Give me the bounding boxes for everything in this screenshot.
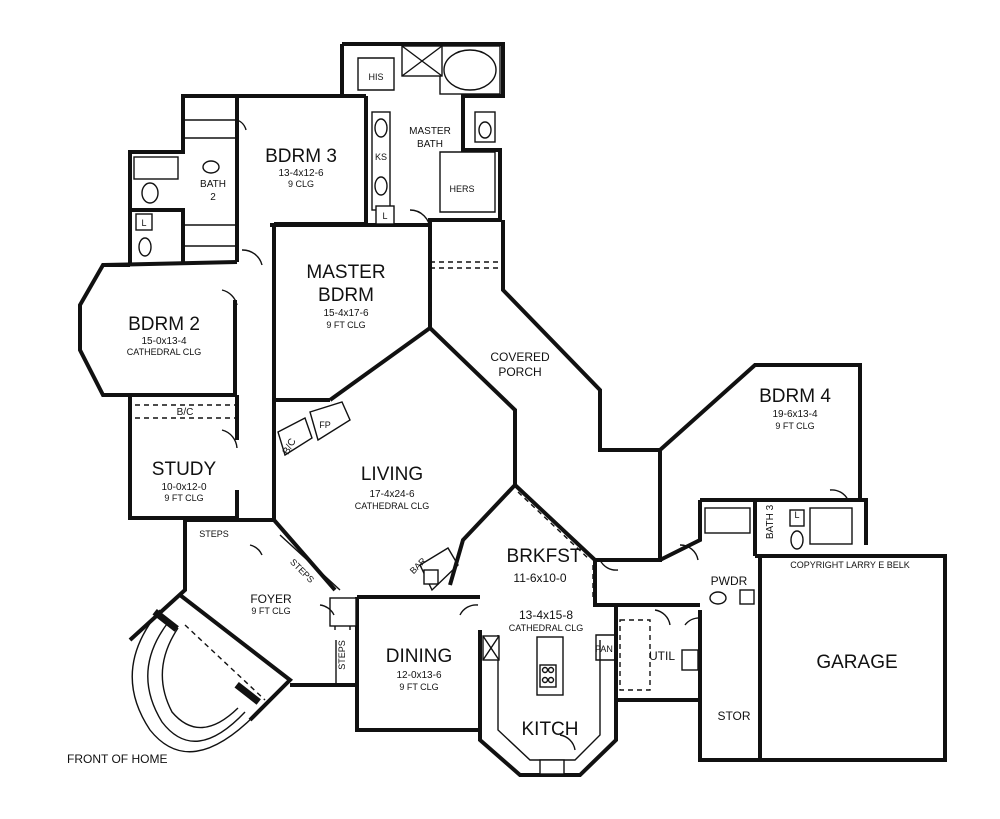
living-ceiling: CATHEDRAL CLG (355, 501, 430, 511)
bc-label-b: B/C (281, 437, 299, 457)
living-name: LIVING (361, 464, 423, 485)
interior-details (129, 45, 853, 775)
l-label-a: L (382, 211, 387, 221)
master-bdrm-line2: BDRM (318, 285, 374, 306)
dining-size: 12-0x13-6 (396, 670, 441, 681)
fp-label: FP (319, 420, 331, 430)
covered-porch-line2: PORCH (498, 365, 541, 379)
bdrm4-ceiling: 9 FT CLG (775, 421, 814, 431)
hers-label: HERS (449, 184, 474, 194)
ks-label: KS (375, 152, 387, 162)
stor-label: STOR (717, 709, 750, 723)
bath2-num: 2 (210, 192, 216, 203)
kitch-ceiling: CATHEDRAL CLG (509, 623, 584, 633)
garage-label: GARAGE (816, 652, 897, 673)
bdrm3-name: BDRM 3 (265, 146, 337, 167)
master-bdrm-line1: MASTER (306, 262, 385, 283)
steps-label-a: STEPS (199, 529, 229, 539)
bath3-label: BATH 3 (765, 504, 776, 539)
master-bdrm-ceiling: 9 FT CLG (326, 320, 365, 330)
bath2-name: BATH (200, 179, 226, 190)
util-label: UTIL (649, 649, 675, 663)
l-label-c: L (794, 510, 799, 520)
master-bath-line2: BATH (417, 139, 443, 150)
bdrm2-ceiling: CATHEDRAL CLG (127, 347, 202, 357)
study-name: STUDY (152, 459, 217, 480)
bc-label-a: B/C (177, 407, 194, 418)
pan-label: PAN (595, 644, 613, 654)
kitch-name: KITCH (522, 719, 579, 740)
front-of-home-label: FRONT OF HOME (67, 752, 167, 766)
kitch-size: 13-4x15-8 (519, 608, 573, 622)
foyer-name: FOYER (250, 592, 292, 606)
living-size: 17-4x24-6 (369, 489, 414, 500)
study-ceiling: 9 FT CLG (164, 493, 203, 503)
bdrm4-name: BDRM 4 (759, 386, 831, 407)
bdrm3-ceiling: 9 CLG (288, 179, 314, 189)
l-label-b: L (141, 218, 146, 228)
study-size: 10-0x12-0 (161, 482, 206, 493)
steps-label-c: STEPS (337, 640, 347, 670)
dining-name: DINING (386, 646, 453, 667)
room-labels: BDRM 3 13-4x12-6 9 CLG BATH 2 HIS MASTER… (67, 72, 910, 766)
bdrm4-size: 19-6x13-4 (772, 409, 817, 420)
bdrm2-name: BDRM 2 (128, 314, 200, 335)
pwdr-label: PWDR (711, 574, 748, 588)
foyer-ceiling: 9 FT CLG (251, 606, 290, 616)
master-bath-line1: MASTER (409, 126, 451, 137)
his-label: HIS (368, 72, 383, 82)
brkfst-name: BRKFST (507, 546, 582, 567)
brkfst-size: 11-6x10-0 (513, 571, 566, 585)
dining-ceiling: 9 FT CLG (399, 682, 438, 692)
bdrm3-size: 13-4x12-6 (278, 168, 323, 179)
bdrm2-size: 15-0x13-4 (141, 336, 186, 347)
copyright-text: COPYRIGHT LARRY E BELK (790, 560, 910, 570)
covered-porch-line1: COVERED (490, 350, 550, 364)
master-bdrm-size: 15-4x17-6 (323, 308, 368, 319)
